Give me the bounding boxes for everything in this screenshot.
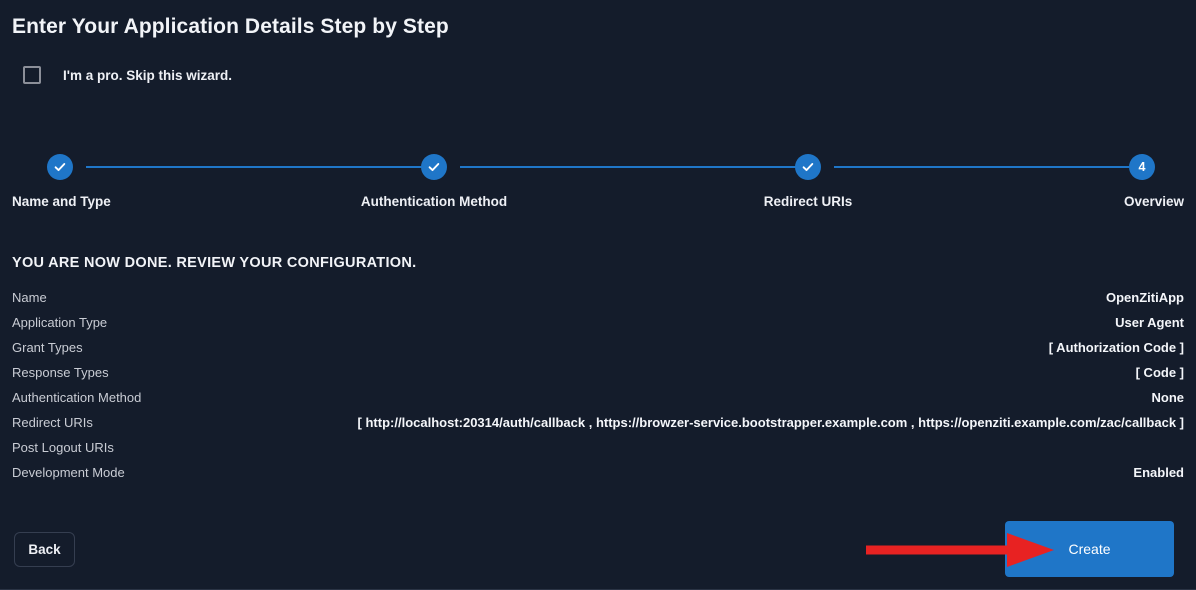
stepper-track: 4 [12, 154, 1184, 180]
summary-value: None [1151, 390, 1185, 405]
stepper-connector-1 [86, 166, 434, 168]
stepper-label-redirect-uris: Redirect URIs [763, 194, 853, 209]
create-button[interactable]: Create [1005, 521, 1174, 577]
summary-value: OpenZitiApp [1106, 290, 1184, 305]
stepper-connector-2 [460, 166, 808, 168]
summary-row-development-mode: Development Mode Enabled [12, 465, 1184, 490]
summary-value: Enabled [1133, 465, 1184, 480]
review-heading: YOU ARE NOW DONE. REVIEW YOUR CONFIGURAT… [12, 255, 417, 271]
summary-value: [ Authorization Code ] [1048, 340, 1184, 355]
summary-value: User Agent [1115, 315, 1184, 330]
stepper-node-overview[interactable]: 4 [1129, 154, 1155, 180]
check-icon [53, 160, 67, 174]
summary-row-grant-types: Grant Types [ Authorization Code ] [12, 340, 1184, 365]
summary-key: Grant Types [12, 340, 83, 355]
summary-key: Name [12, 290, 47, 305]
stepper-node-redirect-uris[interactable] [795, 154, 821, 180]
summary-row-post-logout-uris: Post Logout URIs [12, 440, 1184, 465]
summary-value: [ Code ] [1135, 365, 1184, 380]
summary-row-response-types: Response Types [ Code ] [12, 365, 1184, 390]
stepper-connector-3 [834, 166, 1129, 168]
stepper-label-name-and-type: Name and Type [12, 194, 111, 209]
summary-row-name: Name OpenZitiApp [12, 290, 1184, 315]
wizard-stepper: 4 Name and Type Authentication Method Re… [12, 154, 1184, 216]
check-icon [801, 160, 815, 174]
stepper-node-authentication-method[interactable] [421, 154, 447, 180]
summary-row-application-type: Application Type User Agent [12, 315, 1184, 340]
stepper-node-name-and-type[interactable] [47, 154, 73, 180]
summary-key: Redirect URIs [12, 415, 93, 430]
summary-value: [ http://localhost:20314/auth/callback ,… [357, 415, 1184, 430]
skip-wizard-checkbox[interactable] [23, 66, 41, 84]
skip-wizard-row[interactable]: I'm a pro. Skip this wizard. [23, 66, 232, 84]
page-title: Enter Your Application Details Step by S… [12, 15, 449, 38]
summary-key: Development Mode [12, 465, 125, 480]
summary-key: Application Type [12, 315, 108, 330]
summary-row-redirect-uris: Redirect URIs [ http://localhost:20314/a… [12, 415, 1184, 440]
back-button[interactable]: Back [14, 532, 75, 567]
summary-row-authentication-method: Authentication Method None [12, 390, 1184, 415]
check-icon [427, 160, 441, 174]
stepper-node-overview-number: 4 [1138, 159, 1146, 174]
configuration-summary: Name OpenZitiApp Application Type User A… [12, 290, 1184, 490]
stepper-label-authentication-method: Authentication Method [360, 194, 508, 209]
summary-key: Authentication Method [12, 390, 142, 405]
stepper-label-overview: Overview [1123, 194, 1184, 209]
summary-key: Response Types [12, 365, 109, 380]
skip-wizard-label: I'm a pro. Skip this wizard. [63, 67, 232, 83]
summary-key: Post Logout URIs [12, 440, 114, 455]
